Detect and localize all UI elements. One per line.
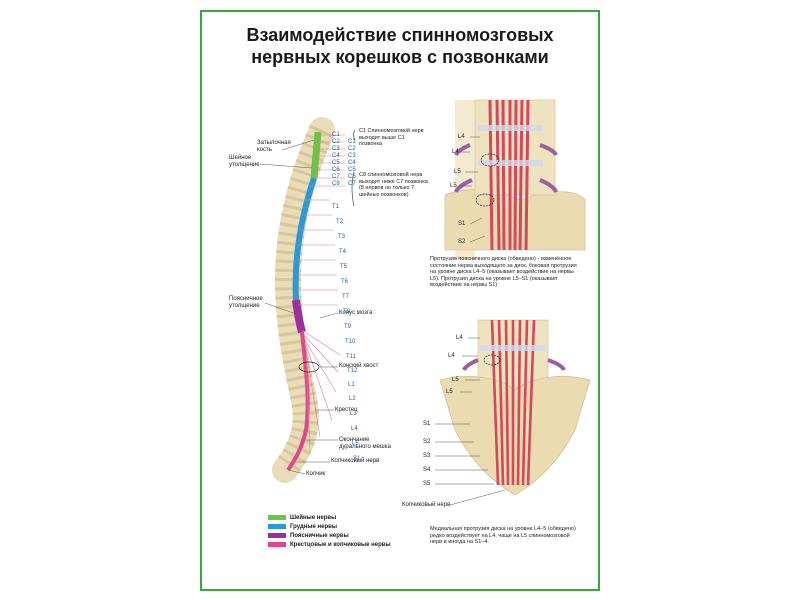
label-lumbar-enlargement: Поясничное утолщение [229,296,263,309]
note-c1: C1 Спинномозговой нерв выходит выше C1 п… [359,128,424,147]
seg-right-c6-5: C6 [348,174,356,180]
seg-right-c5-4: C5 [348,167,356,173]
legend-swatch [268,542,286,547]
seg-right-t4-10: T4 [339,249,347,255]
lower-coccygeal-label: Копчиковый нерв [402,502,451,508]
seg-left-c7-6: C7 [332,174,340,180]
lower-label-l5-3: L5 [446,389,453,395]
lower-label-s3-6: S3 [423,453,431,459]
seg-right-t8-14: T8 [343,309,351,315]
label-dural-sac-end: Окончание дурального мешка [339,437,391,450]
seg-right-t1-7: T1 [332,204,340,210]
seg-right-c1-0: C1 [348,139,356,145]
lower-sacral-panel [435,319,591,506]
legend-item: Крестцовые и копчиковые нервы [268,541,391,548]
seg-right-c4-3: C4 [348,160,356,166]
label-sacrum: Крестец [335,407,358,413]
lower-label-l4-0: L4 [456,335,463,341]
lower-label-s2-5: S2 [423,439,431,445]
label-cauda: Конский хвост [339,363,379,369]
seg-left-c6-5: C6 [332,167,340,173]
cervical-cord [310,131,322,179]
upper-label-l5-2: L5 [454,169,461,175]
seg-right-t9-15: T9 [344,324,352,330]
legend-label: Крестцовые и копчиковые нервы [290,541,391,548]
label-coccygeal-nerve: Копчиковый нерв [331,458,380,464]
label-conus: Конус мозга [339,310,373,316]
seg-left-c4-3: C4 [332,153,340,159]
legend-label: Шейные нервы [290,514,337,521]
upper-label-s1-4: S1 [458,221,466,227]
seg-right-c3-2: C3 [348,153,356,159]
seg-right-l4-22: L4 [351,426,358,432]
legend-item: Шейные нервы [268,514,336,521]
legend-label: Грудные нервы [290,523,337,530]
lower-label-l5-2: L5 [452,377,459,383]
label-coccyx: Копчик [306,471,326,477]
title-line-1: Взаимодействие спинномозговых [246,25,554,45]
seg-right-l5-23: L5 [352,441,359,447]
cauda-circle [298,361,320,373]
upper-label-s2-5: S2 [458,239,466,245]
label-cervical-enlargement: Шейное утолщение [229,155,260,168]
legend-swatch [268,515,286,520]
seg-right-c2-1: C2 [348,146,356,152]
upper-caption: Протрузия поясничного диска (обведено) -… [430,256,577,288]
seg-right-t5-11: T5 [340,264,348,270]
seg-left-c1-0: C1 [332,132,340,138]
legend-item: Грудные нервы [268,523,337,530]
seg-right-t12-18: T12 [347,368,358,374]
seg-right-t6-12: T6 [341,279,349,285]
legend-swatch [268,524,286,529]
lower-label-s1-4: S1 [423,421,431,427]
lower-label-l4-1: L4 [448,353,455,359]
seg-right-t10-16: T10 [345,339,356,345]
lumbar-cord [292,299,306,334]
upper-lumbar-panel [444,99,586,260]
seg-left-c3-2: C3 [332,146,340,152]
poster-title: Взаимодействие спинномозговых нервных ко… [0,24,800,68]
lower-label-s5-8: S5 [423,481,431,487]
seg-right-t3-9: T3 [338,234,346,240]
legend-item: Поясничные нервы [268,532,349,539]
seg-right-t2-8: T2 [336,219,344,225]
lower-caption: Медиальная протрузия диска на уровне L4–… [430,526,576,545]
seg-right-l2-20: L2 [349,396,356,402]
note-c8: C8 спинномозговой нерв выходит ниже C7 п… [359,172,428,198]
seg-right-l3-21: L3 [350,411,357,417]
lower-label-s4-7: S4 [423,467,431,473]
nerve-lines [296,134,345,453]
seg-right-s1-24: S1 [353,456,361,462]
seg-right-t7-13: T7 [342,294,350,300]
seg-right-c7-6: C7 [348,181,356,187]
leader-lines [259,139,339,475]
seg-right-t11-17: T11 [346,354,356,360]
seg-left-c8-7: C8 [332,181,340,187]
seg-left-c2-1: C2 [332,139,340,145]
title-line-2: нервных корешков с позвонками [251,47,549,67]
thoracic-cord [292,177,317,301]
upper-label-l5-3: L5 [450,183,457,189]
sacral-cord [286,331,310,472]
vertebral-column [272,117,335,483]
upper-label-l4-1: L4 [452,149,459,155]
label-occipital-bone: Затылочная кость [257,140,291,153]
upper-label-l4-0: L4 [458,134,465,140]
seg-right-l1-19: L1 [348,382,355,388]
legend-swatch [268,533,286,538]
legend-label: Поясничные нервы [290,532,349,539]
seg-left-c5-4: C5 [332,160,340,166]
